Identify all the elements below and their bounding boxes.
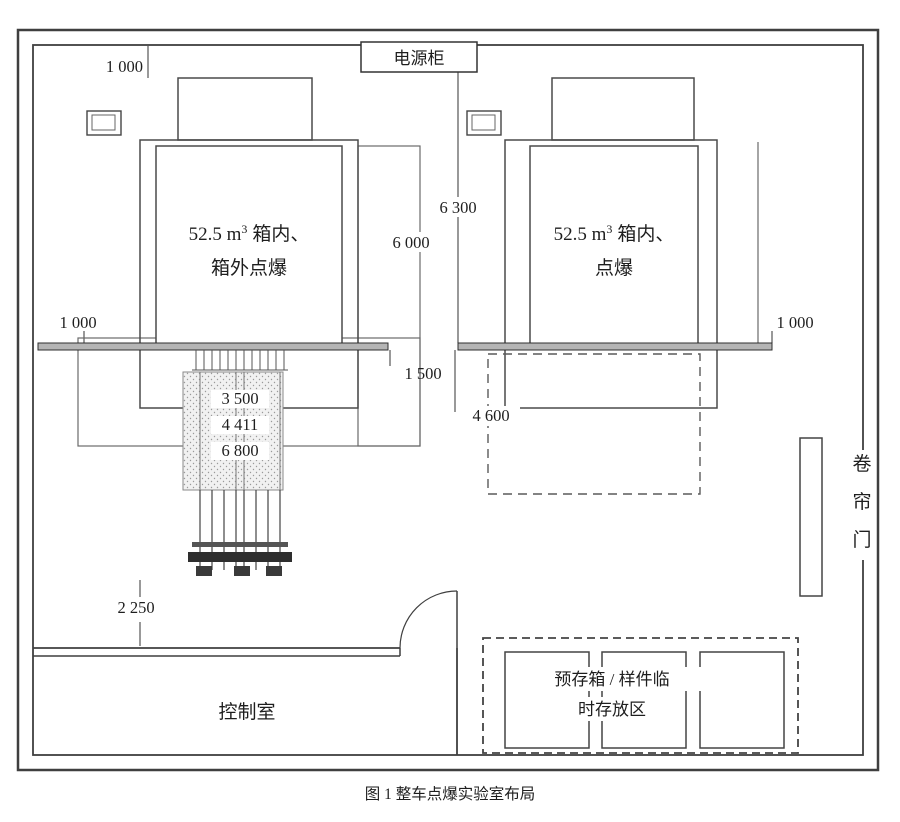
left-chamber-label-line1: 52.5 m3 箱内、 [189, 222, 310, 245]
left-chamber [77, 77, 421, 447]
power-cabinet-label: 电源柜 [394, 49, 445, 68]
dim-platform-2: 4 411 [222, 415, 259, 434]
shutter-door [799, 437, 823, 597]
right-rail [457, 342, 773, 351]
control-room [33, 590, 458, 755]
storage-label-line2: 时存放区 [578, 700, 646, 719]
right-chamber-label-line1: 52.5 m3 箱内、 [554, 222, 675, 245]
right-chamber-sup: 3 [606, 222, 612, 236]
storage-label-line1: 预存箱 / 样件临 [554, 670, 669, 689]
machine-columns [199, 490, 281, 570]
left-chamber-label-line2: 箱外点爆 [211, 257, 287, 279]
dim-rail-right: 1 000 [776, 313, 813, 332]
left-chamber-size: 52.5 m [189, 224, 242, 245]
dim-platform-3: 6 800 [221, 441, 258, 460]
right-chamber-top-unit [551, 77, 695, 141]
storage-area [482, 637, 799, 754]
left-side-duct [357, 145, 421, 447]
storage-box-3 [699, 651, 785, 749]
outer-wall [16, 28, 880, 772]
rails [37, 342, 773, 351]
dim-rail-gap: 1 500 [404, 364, 441, 383]
dim-inner-height: 6 000 [392, 233, 429, 252]
dimension-lines [83, 46, 773, 646]
left-chamber-suffix: 箱内、 [252, 223, 309, 245]
right-chamber-inner [529, 145, 699, 347]
left-chamber-sup: 3 [241, 222, 247, 236]
shutter-label-char3: 门 [852, 529, 871, 551]
storage-dashed-outline [482, 637, 799, 754]
machine-band-1 [192, 542, 288, 547]
right-chamber [504, 77, 759, 409]
dim-machine-gap: 2 250 [117, 598, 154, 617]
control-room-label: 控制室 [218, 701, 275, 723]
left-chamber-top-unit [177, 77, 313, 141]
device-right-inner [471, 114, 496, 131]
shutter-label-char2: 帘 [852, 491, 871, 513]
door-swing-arc [399, 590, 458, 649]
device-left-inner [91, 114, 116, 131]
rail-comb [192, 350, 288, 371]
left-rail [37, 342, 389, 351]
machine-foot-1 [196, 566, 212, 576]
shutter-label-char1: 卷 [852, 453, 871, 475]
dim-top-gap: 1 000 [106, 57, 143, 76]
shutter-label-bg [850, 450, 875, 560]
dim-dashed-area: 4 600 [472, 406, 509, 425]
machine-foot-3 [266, 566, 282, 576]
machine-foot-2 [234, 566, 250, 576]
power-cabinet [360, 41, 478, 73]
machine-band-2 [188, 552, 292, 562]
right-chamber-suffix: 箱内、 [617, 223, 674, 245]
dim-outer-height: 6 300 [439, 198, 476, 217]
left-chamber-inner [155, 145, 343, 347]
wall-devices [86, 110, 502, 136]
dim-backgrounds [211, 197, 701, 721]
right-chamber-label-line2: 点爆 [595, 257, 633, 279]
lift-machinery [182, 350, 292, 576]
figure-caption: 图 1 整车点爆实验室布局 [365, 784, 536, 803]
dim-platform-1: 3 500 [221, 389, 258, 408]
dim-rail-left: 1 000 [59, 313, 96, 332]
right-chamber-size: 52.5 m [554, 224, 607, 245]
